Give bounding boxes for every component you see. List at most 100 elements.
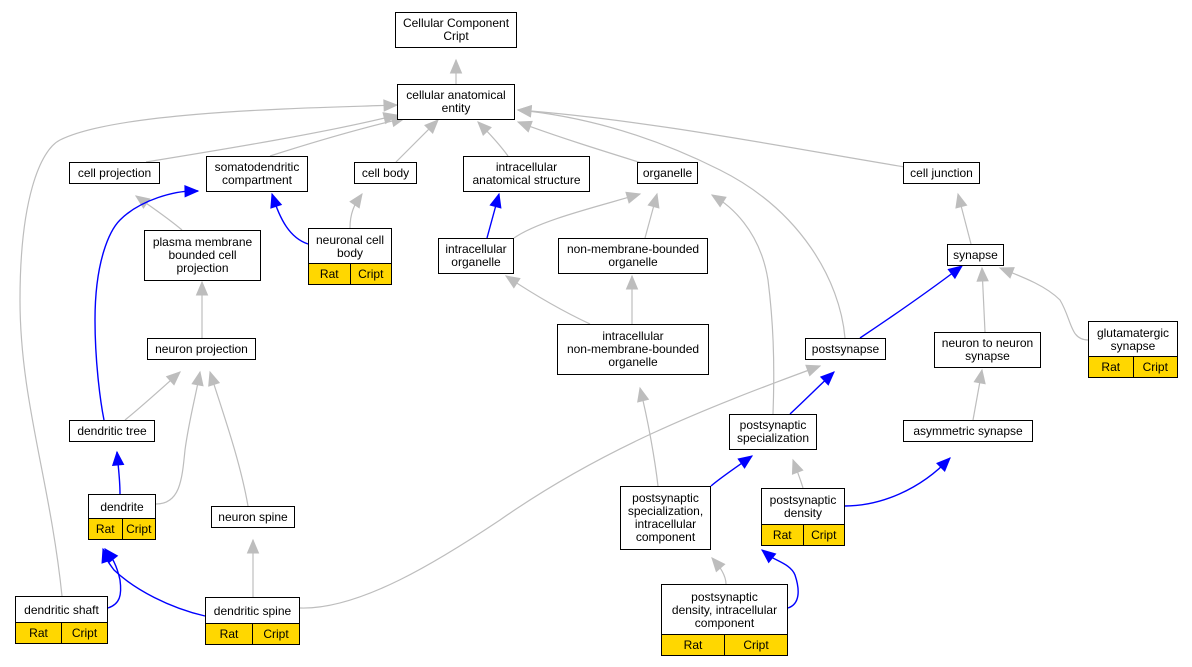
edge-pdic-to-psic [711, 557, 727, 585]
node-label: postsynapse [811, 341, 880, 356]
edge-dtree-to-nproj [124, 371, 181, 421]
node-label: plasma membrane bounded cell projection [152, 235, 253, 275]
arrow-head-icon [504, 275, 521, 289]
neuron-projection-node: neuron projection [147, 338, 256, 360]
species-tag-cript: Cript [121, 519, 155, 539]
edge-dspine-to-dendrite [101, 547, 206, 617]
arrow-head-icon [976, 266, 989, 282]
edge-organelle-to-cae [516, 120, 646, 165]
edge-dendrite-to-dtree [111, 450, 125, 495]
node-label: postsynaptic density [769, 493, 837, 520]
arrow-head-icon [955, 192, 968, 209]
node-label: dendrite [100, 499, 144, 514]
species-tag-rat: Rat [1089, 357, 1133, 377]
plasma-membrane-bounded-cell-projection-node: plasma membrane bounded cell projection [144, 230, 261, 281]
edge-ncb-to-somato [270, 192, 309, 245]
node-label: postsynaptic specialization, intracellul… [627, 491, 704, 544]
node-label: asymmetric synapse [913, 423, 1023, 438]
edge-cellbody-to-cae [395, 119, 439, 163]
edge-iorg-to-organelle [513, 191, 642, 239]
edge-dspine-to-nspine [246, 538, 260, 597]
arrow-head-icon [710, 194, 727, 208]
edge-ncb-to-cellbody [349, 192, 363, 229]
arrow-head-icon [477, 121, 492, 137]
arrow-head-icon [424, 119, 439, 134]
arrow-head-icon [761, 549, 777, 564]
node-label: neuron spine [218, 509, 288, 524]
arrow-head-icon [516, 120, 533, 133]
edge-postsynapse-to-synapse [859, 265, 964, 339]
species-tag-cript: Cript [349, 264, 391, 284]
non-membrane-bounded-organelle-node: non-membrane-bounded organelle [558, 238, 708, 274]
dendritic-tree-node: dendritic tree [69, 420, 155, 442]
arrow-head-icon [791, 458, 804, 475]
node-label: cellular anatomical entity [406, 88, 506, 115]
somatodendritic-compartment-node: somatodendritic compartment [206, 156, 308, 192]
edge-nmbo-to-organelle [644, 192, 660, 239]
arrow-head-icon [449, 58, 463, 74]
neuron-spine-node: neuron spine [211, 506, 295, 528]
arrow-head-icon [625, 274, 639, 290]
cell-body-node: cell body [354, 162, 417, 184]
node-label: intracellular organelle [445, 242, 507, 269]
intracellular-organelle-node: intracellular organelle [438, 238, 514, 274]
node-label: dendritic spine [213, 603, 292, 618]
node-label: somatodendritic compartment [214, 160, 300, 187]
node-label: postsynaptic specialization [736, 418, 810, 445]
edge-pden-to-pspec [791, 458, 804, 489]
edge-cae-to-root [449, 58, 463, 84]
arrow-head-icon [101, 547, 114, 564]
species-tag-cript: Cript [802, 525, 844, 545]
arrow-head-icon [711, 557, 726, 573]
intracellular-non-membrane-bounded-organelle-node: intracellular non-membrane-bounded organ… [557, 324, 709, 375]
species-tag-rat: Rat [206, 624, 252, 644]
node-label: glutamatergic synapse [1096, 325, 1170, 353]
edge-inmbo-to-iorg [504, 275, 591, 325]
organelle-node: organelle [637, 162, 698, 184]
edge-inmbo-to-nmbo [625, 274, 639, 324]
intracellular-anatomical-structure-node: intracellular anatomical structure [463, 156, 590, 192]
edge-pmbcp-to-cellproj [134, 195, 183, 231]
edge-dtree-to-somato [94, 185, 200, 421]
arrow-head-icon [208, 370, 221, 387]
node-label: dendritic shaft [24, 602, 99, 617]
arrow-head-icon [637, 386, 650, 403]
species-tag-cript: Cript [61, 623, 107, 643]
edge-nproj-to-pmbcp [195, 280, 209, 338]
node-label: neuron to neuron synapse [941, 336, 1034, 363]
arrow-head-icon [947, 265, 964, 280]
arrow-head-icon [973, 368, 986, 385]
arrow-head-icon [383, 99, 399, 112]
edge-pspec-to-postsynapse [789, 371, 835, 415]
edge-dshaft-to-cae [19, 99, 399, 597]
node-label: non-membrane-bounded organelle [566, 242, 700, 269]
species-tag-rat: Rat [89, 519, 122, 539]
asymmetric-synapse-node: asymmetric synapse [903, 420, 1033, 442]
edge-ias-to-cae [477, 121, 509, 157]
species-tag-cript: Cript [252, 624, 299, 644]
edge-psic-to-pspec [710, 455, 754, 487]
edge-asym-to-n2n [972, 368, 986, 421]
node-label: dendritic tree [77, 423, 147, 438]
node-label: postsynaptic density, intracellular comp… [671, 589, 778, 630]
arrow-head-icon [195, 280, 209, 296]
node-label: neuronal cell body [315, 232, 385, 260]
cellular-anatomical-entity-node: cellular anatomical entity [397, 84, 515, 120]
synapse-node: synapse [947, 244, 1004, 266]
arrow-head-icon [805, 364, 822, 377]
edge-postsynapse-to-cae [516, 105, 846, 339]
species-tag-rat: Rat [16, 623, 61, 643]
edge-dendrite-to-nproj [155, 370, 204, 505]
cell-projection-node: cell projection [69, 162, 160, 184]
node-label: synapse [953, 247, 998, 262]
arrow-head-icon [270, 192, 283, 209]
edge-n2n-to-synapse [976, 266, 989, 333]
